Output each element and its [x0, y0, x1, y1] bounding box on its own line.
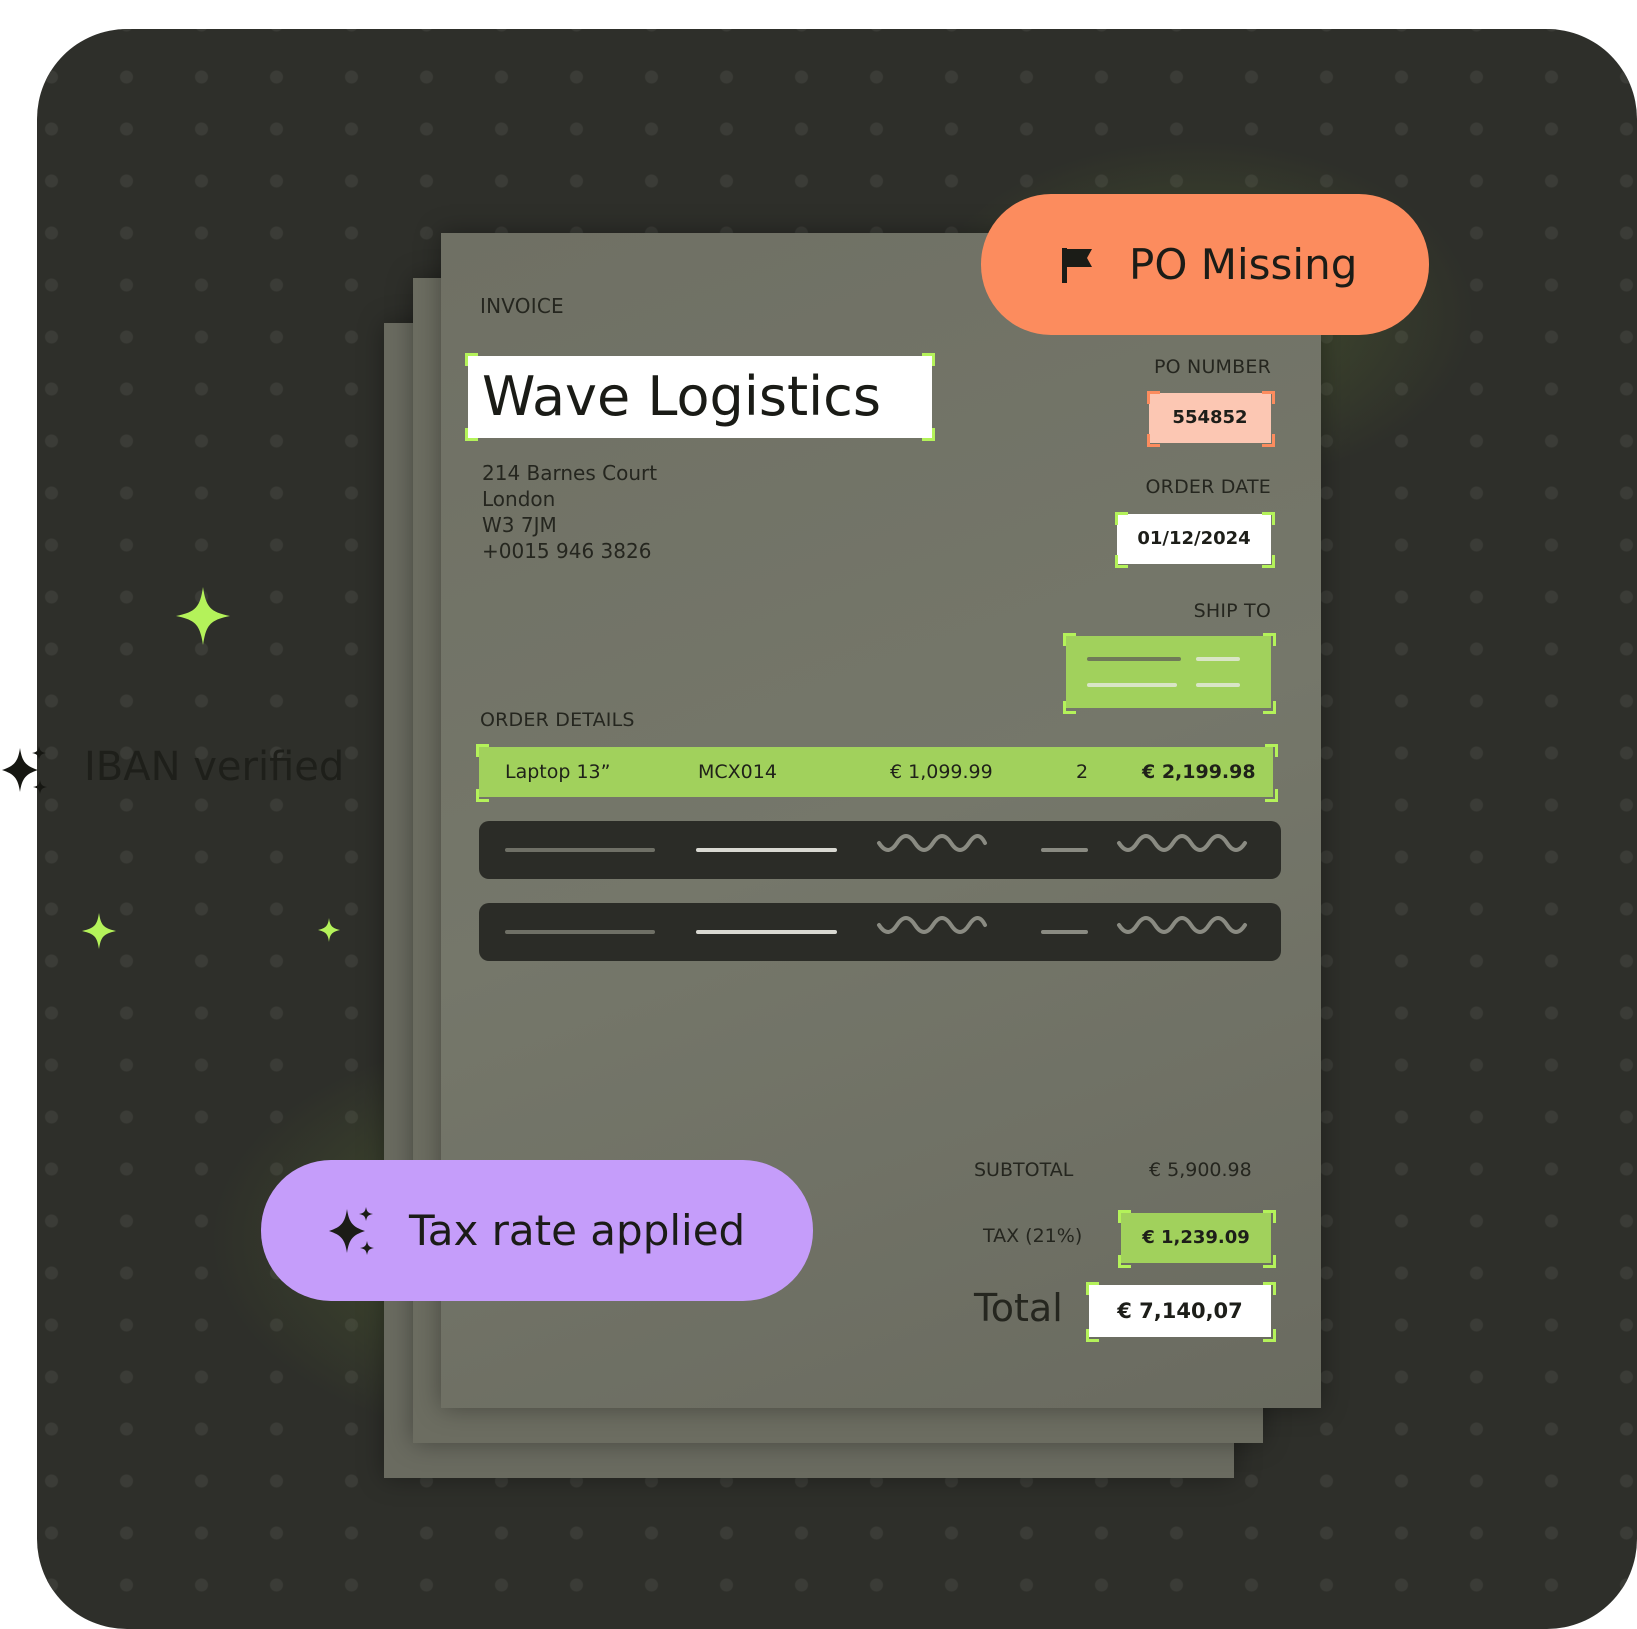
po-number-label: PO NUMBER [1153, 356, 1271, 378]
order-date-label: ORDER DATE [1145, 476, 1271, 498]
order-date-field: 01/12/2024 [1117, 514, 1271, 564]
item-quantity: 2 [1076, 761, 1089, 783]
tax-rate-applied-text: Tax rate applied [409, 1206, 746, 1255]
sparkle-icon [329, 1206, 374, 1255]
subtotal-value: € 5,900.98 [1149, 1159, 1252, 1181]
company-name-field: Wave Logistics [468, 356, 932, 438]
placeholder-line [1087, 683, 1177, 687]
iban-verified-text: IBAN verified [84, 744, 345, 790]
sparkle-icon [318, 918, 340, 942]
total-value-field: € 7,140,07 [1089, 1285, 1271, 1337]
total-label: Total [974, 1286, 1063, 1330]
order-details-label: ORDER DETAILS [480, 709, 635, 731]
address-line: W3 7JM [482, 513, 557, 537]
address-line: 214 Barnes Court [482, 461, 658, 485]
item-sku: MCX014 [698, 761, 777, 783]
item-description: Laptop 13” [505, 761, 611, 783]
ship-to-field [1066, 636, 1271, 708]
item-amount: € 2,199.98 [1142, 761, 1256, 783]
placeholder-row [479, 903, 1281, 961]
placeholder-line [1196, 657, 1240, 661]
company-address: 214 Barnes Court London W3 7JM +0015 946… [482, 460, 657, 564]
placeholder-row-lines [505, 834, 1247, 852]
po-number-field: 554852 [1149, 393, 1271, 443]
po-missing-text: PO Missing [1129, 240, 1358, 289]
sparkle-icon [82, 913, 116, 949]
tax-label: TAX (21%) [983, 1225, 1083, 1247]
address-line: London [482, 487, 556, 511]
address-phone: +0015 946 3826 [482, 539, 652, 563]
po-missing-badge: PO Missing [981, 194, 1429, 335]
line-item-row: Laptop 13” MCX014 € 1,099.99 2 € 2,199.9… [479, 747, 1273, 797]
sparkle-icon [176, 587, 230, 645]
flag-icon [1062, 247, 1092, 283]
tax-value-field: € 1,239.09 [1121, 1213, 1271, 1263]
placeholder-row-lines [505, 916, 1247, 934]
ship-to-label: SHIP TO [1193, 600, 1271, 622]
invoice-heading: INVOICE [480, 294, 564, 318]
placeholder-row [479, 821, 1281, 879]
placeholder-line [1087, 657, 1181, 661]
tax-rate-applied-badge: Tax rate applied [261, 1160, 813, 1301]
placeholder-line [1196, 683, 1240, 687]
subtotal-label: SUBTOTAL [974, 1159, 1074, 1181]
sparkle-icon [2, 746, 47, 794]
item-unit-price: € 1,099.99 [890, 761, 993, 783]
